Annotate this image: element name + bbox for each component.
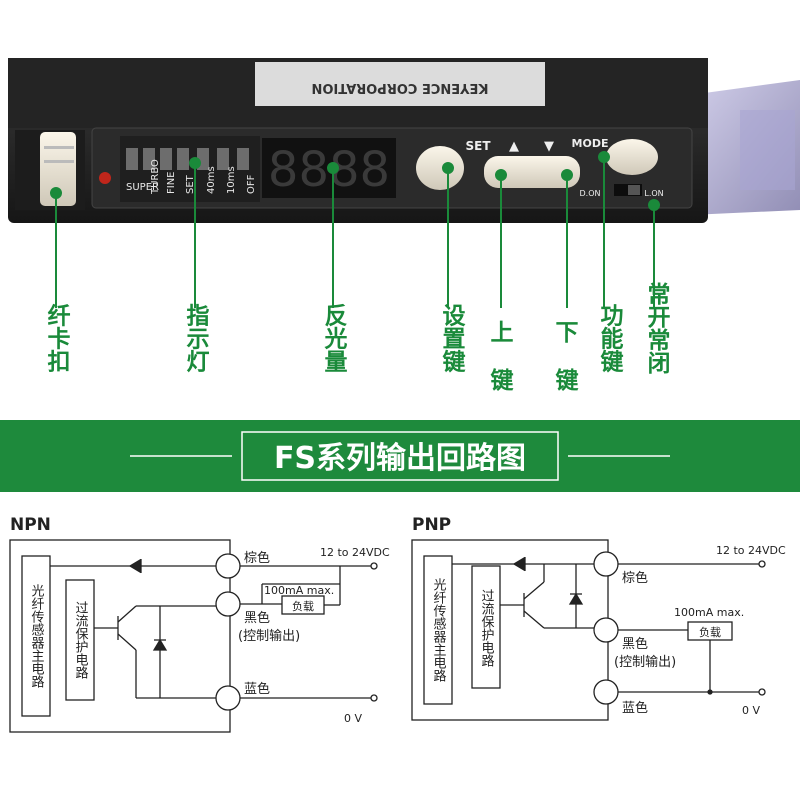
pnp-voltage: 12 to 24VDC [716, 544, 786, 557]
d-on-label: D.ON [580, 189, 601, 198]
npn-blue: 蓝色 [244, 681, 270, 697]
npn-load: 负载 [292, 599, 314, 613]
pnp-protect: 过流保护电路 [479, 589, 495, 667]
npn-circuit [9, 539, 378, 733]
callout-down-key: 键 [556, 367, 579, 394]
npn-main-circuit: 光纤传感器主电路 [29, 584, 45, 688]
l-on-label: L.ON [644, 189, 663, 198]
npn-title: NPN [10, 515, 51, 535]
pnp-black: 黑色 [622, 636, 648, 652]
callout-reflection: 反光量 [320, 304, 349, 373]
amplifier-device: KEYENCE CORPORATION SUPER TURBO FINE SET… [8, 58, 800, 223]
led-mode-10ms: 10ms [226, 166, 237, 194]
set-label: SET [465, 139, 491, 153]
pnp-blue: 蓝色 [622, 700, 648, 716]
npn-black: 黑色 [244, 610, 270, 626]
callout-function-key: 功能键 [596, 304, 624, 374]
npn-brown: 棕色 [244, 550, 270, 566]
pnp-circuit [411, 539, 766, 721]
callout-fiber-clip: 纤卡扣 [43, 303, 71, 374]
led-mode-turbo: TURBO [150, 159, 161, 195]
led-mode-off: OFF [246, 174, 257, 194]
led-mode-set: SET [185, 174, 196, 194]
npn-control-out: (控制输出) [238, 628, 300, 644]
npn-current: 100mA max. [264, 584, 334, 597]
led-mode-40ms: 40ms [206, 166, 217, 194]
product-label [255, 62, 545, 106]
pnp-load: 负载 [699, 625, 721, 639]
mode-button[interactable] [606, 139, 658, 175]
pnp-title: PNP [412, 515, 451, 535]
output-led [99, 172, 111, 184]
down-symbol: ▼ [544, 139, 554, 154]
callout-set-key: 设置键 [438, 304, 466, 374]
pnp-zero: 0 V [742, 704, 760, 717]
pnp-control-out: (控制输出) [614, 654, 676, 670]
led-bars [126, 148, 249, 170]
label-text: KEYENCE CORPORATION [312, 80, 489, 95]
callout-up-key: 键 [491, 367, 514, 394]
callout-indicator: 指示灯 [182, 304, 210, 373]
callout-normal-open-close: 常开常闭 [643, 282, 671, 375]
npn-protect: 过流保护电路 [73, 601, 89, 679]
banner-title: FS系列输出回路图 [274, 441, 526, 476]
npn-voltage: 12 to 24VDC [320, 546, 390, 559]
pnp-main-circuit: 光纤传感器主电路 [431, 578, 447, 682]
pnp-brown: 棕色 [622, 570, 648, 586]
led-mode-fine: FINE [166, 172, 177, 195]
up-down-rocker[interactable] [484, 156, 580, 188]
up-symbol: ▲ [509, 139, 519, 154]
npn-zero: 0 V [344, 712, 362, 725]
callout-down: 下 [556, 320, 579, 346]
set-button[interactable] [416, 146, 464, 190]
pnp-current: 100mA max. [674, 606, 744, 619]
mode-label: MODE [572, 137, 609, 150]
callout-labels: 纤卡扣 指示灯 反光量 设置键 上 键 下 键 功能键 常开常闭 [43, 282, 671, 394]
callout-lines [50, 151, 660, 308]
callout-up: 上 [491, 320, 514, 346]
fiber-clip[interactable] [40, 132, 76, 206]
led-mode-super: SUPER [126, 182, 159, 193]
